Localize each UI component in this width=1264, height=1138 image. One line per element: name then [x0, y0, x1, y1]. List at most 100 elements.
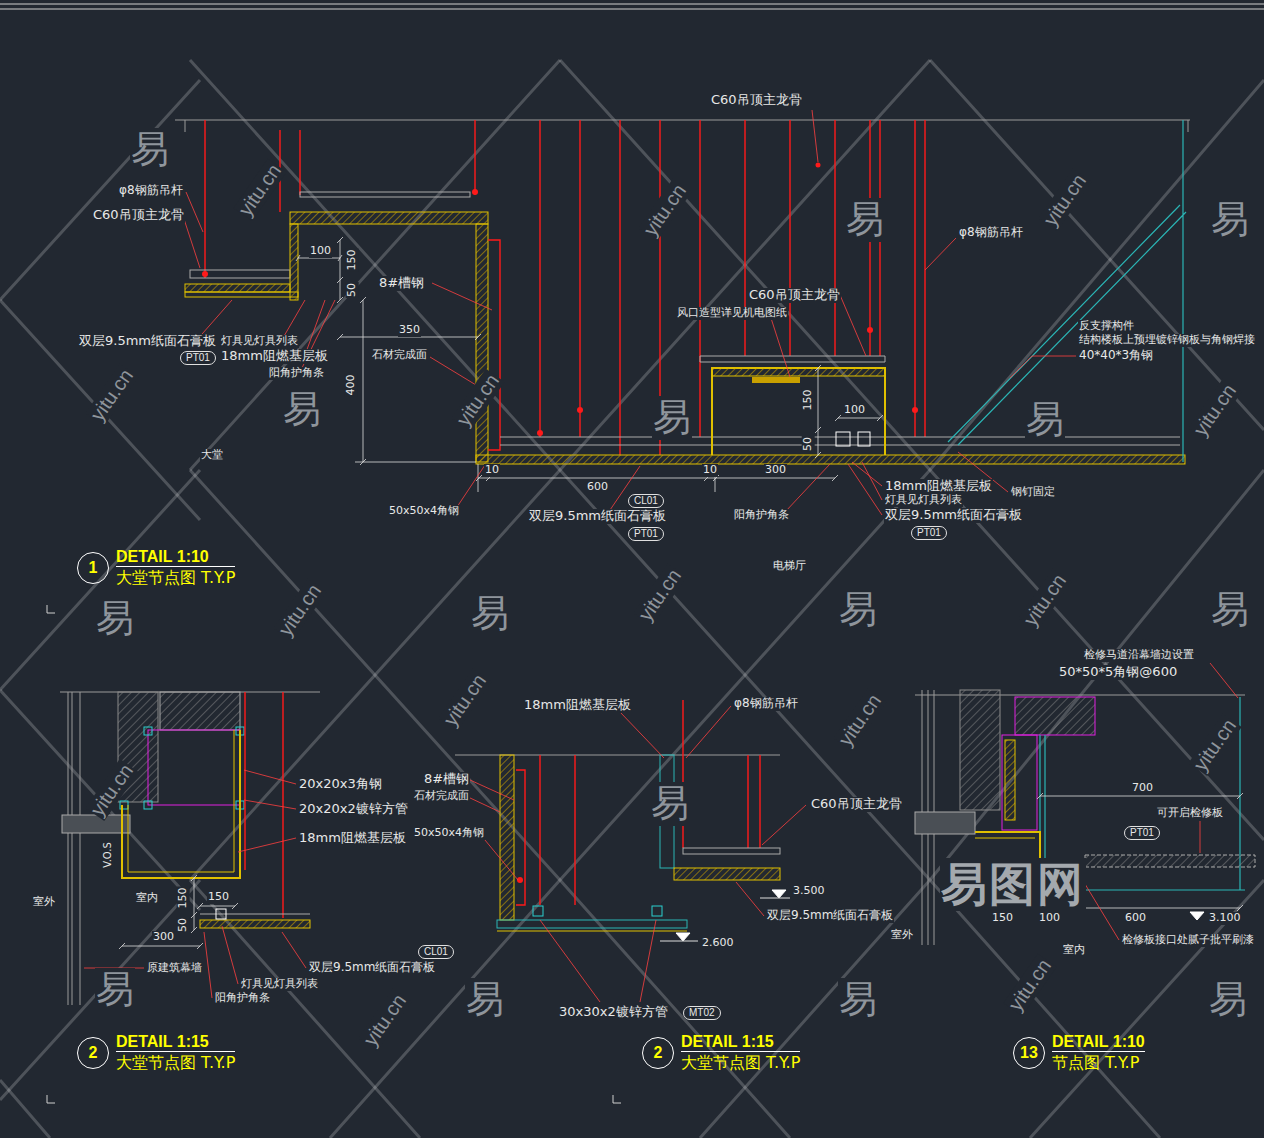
annotation-label: 双层9.5mm纸面石膏板 [884, 508, 1023, 523]
annotation-label: 石材完成面 [371, 349, 428, 362]
dimension-label: 150 [802, 389, 815, 412]
material-tag: PT01 [628, 527, 664, 541]
annotation-label: 8#槽钢 [378, 276, 425, 291]
detail-bubble: 2 [642, 1037, 674, 1069]
material-tag: PT01 [180, 351, 216, 365]
detail-title: 2 DETAIL 1:15大堂节点图 T.Y.P [77, 1032, 235, 1073]
dimension-label: 50 [346, 282, 359, 298]
detail-scale: DETAIL 1:15 [116, 1032, 235, 1051]
watermark-lines [0, 60, 1264, 1138]
material-code: CL01 [424, 946, 448, 957]
dimension-label: 2.600 [701, 937, 735, 950]
material-tag: CL01 [418, 945, 454, 959]
dimension-label: 100 [1038, 912, 1061, 925]
detail-number: 2 [654, 1044, 663, 1062]
dimension-label: 300 [764, 464, 787, 477]
annotation-label: 可开启检修板 [1156, 807, 1224, 820]
annotation-label: 灯具见灯具列表 [220, 335, 299, 348]
detail-bubble: 1 [77, 552, 109, 584]
material-tag: PT01 [911, 526, 947, 540]
watermark: yitu.cn [358, 989, 411, 1051]
annotation-label: 反支撑构件 [1078, 320, 1135, 333]
material-code: PT01 [186, 352, 210, 363]
detail-name: 大堂节点图 T.Y.P [681, 1051, 800, 1073]
watermark: 易 [95, 597, 135, 641]
watermark: yitu.cn [633, 564, 686, 626]
watermark: 易 [838, 588, 878, 632]
detail-scale: DETAIL 1:15 [681, 1032, 800, 1051]
dimension-label: 150 [346, 249, 359, 272]
annotation-label: 室外 [32, 896, 56, 909]
annotation-label: 双层9.5mm纸面石膏板 [766, 909, 894, 923]
watermark: yitu.cn [1038, 169, 1091, 231]
annotation-label: 室外 [890, 929, 914, 942]
dimension-label: 150 [991, 912, 1014, 925]
annotation-label: 50x50x4角钢 [413, 827, 485, 840]
annotation-label: 电梯厅 [772, 560, 807, 573]
material-code: CL01 [634, 495, 658, 506]
detail-13-drawing [915, 663, 1255, 945]
dimension-label: 150 [177, 887, 190, 910]
annotation-label: φ8钢筋吊杆 [733, 697, 799, 711]
watermark: 易 [1210, 588, 1250, 632]
annotation-label: C60吊顶主龙骨 [710, 93, 803, 108]
annotation-label: 结构楼板上预埋镀锌钢板与角钢焊接 [1078, 334, 1256, 347]
annotation-label: C60吊顶主龙骨 [748, 288, 841, 303]
annotation-label: 检修板接口处腻子批平刷漆 [1121, 934, 1255, 947]
detail-bubble: 2 [77, 1037, 109, 1069]
dimension-label: 600 [1124, 912, 1147, 925]
watermark: yitu.cn [833, 689, 886, 751]
detail-scale: DETAIL 1:10 [116, 547, 235, 566]
annotation-label: 双层9.5mm纸面石膏板 [528, 509, 667, 524]
annotation-label: 20x20x2镀锌方管 [298, 802, 409, 817]
detail-name: 节点图 T.Y.P [1052, 1051, 1145, 1073]
annotation-label: 风口造型详见机电图纸 [676, 307, 788, 320]
watermark: 易 [282, 388, 322, 432]
annotation-label: φ8钢筋吊杆 [958, 226, 1024, 240]
annotation-label: 阳角护角条 [733, 509, 790, 522]
dimension-label: 50 [802, 436, 815, 452]
sheet-border [0, 4, 1264, 1103]
material-tag: PT01 [1124, 826, 1160, 840]
detail-2-left-drawing [60, 692, 320, 1005]
annotation-label: 阳角护角条 [268, 367, 325, 380]
watermark: yitu.cn [451, 369, 504, 431]
annotation-label: 8#槽钢 [423, 772, 470, 787]
detail-title: 13DETAIL 1:10节点图 T.Y.P [1013, 1032, 1145, 1073]
material-code: PT01 [634, 528, 658, 539]
annotation-label: 室内 [1062, 944, 1086, 957]
material-code: PT01 [917, 527, 941, 538]
watermark: yitu.cn [85, 364, 138, 426]
dimension-label: 150 [207, 891, 230, 904]
watermark: 易 [465, 978, 505, 1022]
detail-name: 大堂节点图 T.Y.P [116, 1051, 235, 1073]
watermark: yitu.cn [1018, 569, 1071, 631]
annotation-label: 50x50x4角钢 [388, 505, 460, 518]
annotation-label: 50*50*5角钢@600 [1058, 665, 1178, 680]
annotation-label: 原建筑幕墙 [146, 962, 203, 975]
annotation-label: 灯具见灯具列表 [240, 978, 319, 991]
dimension-label: 50 [177, 917, 190, 933]
material-tag: MT02 [683, 1006, 721, 1020]
watermark: yitu.cn [1188, 714, 1241, 776]
watermark: yitu.cn [438, 669, 491, 731]
annotation-label: 18mm阻燃基层板 [523, 698, 632, 713]
annotation-label: 20x20x3角钢 [298, 777, 383, 792]
watermark: yitu.cn [638, 179, 691, 241]
material-tag: CL01 [628, 494, 664, 508]
dimension-label: 3.100 [1208, 912, 1242, 925]
annotation-label: 钢钉固定 [1010, 486, 1056, 499]
watermark: 易 [1025, 398, 1065, 442]
watermark: 易 [652, 396, 692, 440]
annotation-label: 18mm阻燃基层板 [220, 349, 329, 364]
watermark: 易 [838, 978, 878, 1022]
detail-bubble: 13 [1013, 1037, 1045, 1069]
annotation-label: 灯具见灯具列表 [884, 494, 963, 507]
watermark: 易图网 [940, 858, 1086, 911]
annotation-label: φ8钢筋吊杆 [118, 184, 184, 198]
detail-name: 大堂节点图 T.Y.P [116, 566, 235, 588]
dimension-label: 300 [152, 931, 175, 944]
watermark: 易 [845, 198, 885, 242]
watermark: yitu.cn [233, 159, 286, 221]
